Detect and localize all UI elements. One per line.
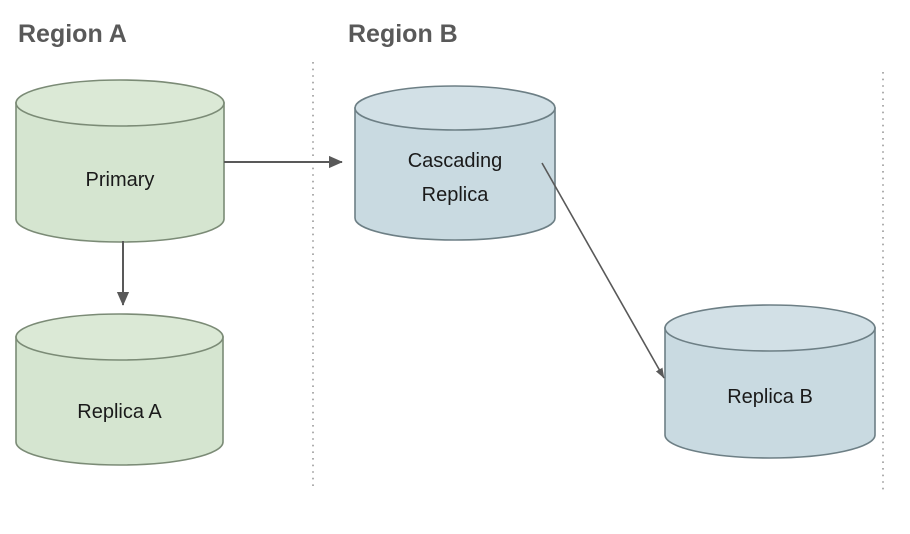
replica-b-cylinder-body: [664, 327, 876, 459]
replica-a-cylinder-top: [15, 313, 224, 361]
region-dividers: [312, 62, 884, 492]
primary-cylinder-top: [15, 79, 225, 127]
cascading-replica-cylinder-top: [354, 85, 556, 131]
node-replica-a[interactable]: Replica A: [15, 313, 224, 466]
replica-a-cylinder-body: [15, 336, 224, 466]
edge-line-cascading-replica-b: [541, 162, 665, 379]
cascading-replica-cylinder-body: [354, 107, 556, 241]
primary-label: Primary: [86, 169, 155, 191]
replica-b-cylinder-top: [664, 304, 876, 352]
edge-cascading-replica-to-replica-b: [541, 162, 665, 379]
cascading-replica-label-line-1: Cascading: [408, 150, 503, 172]
region-a-heading: Region A: [18, 20, 127, 48]
replica-b-label: Replica B: [727, 386, 813, 408]
cascading-replica-label-line-2: Replica: [422, 184, 490, 206]
node-primary[interactable]: Primary: [15, 79, 225, 243]
region-headings: Region A Region B: [18, 20, 458, 48]
primary-cylinder-body: [15, 102, 225, 243]
region-b-heading: Region B: [348, 20, 458, 48]
replica-a-label: Replica A: [77, 401, 162, 423]
node-cascading-replica[interactable]: Cascading Replica: [354, 85, 556, 241]
node-replica-b[interactable]: Replica B: [664, 304, 876, 459]
